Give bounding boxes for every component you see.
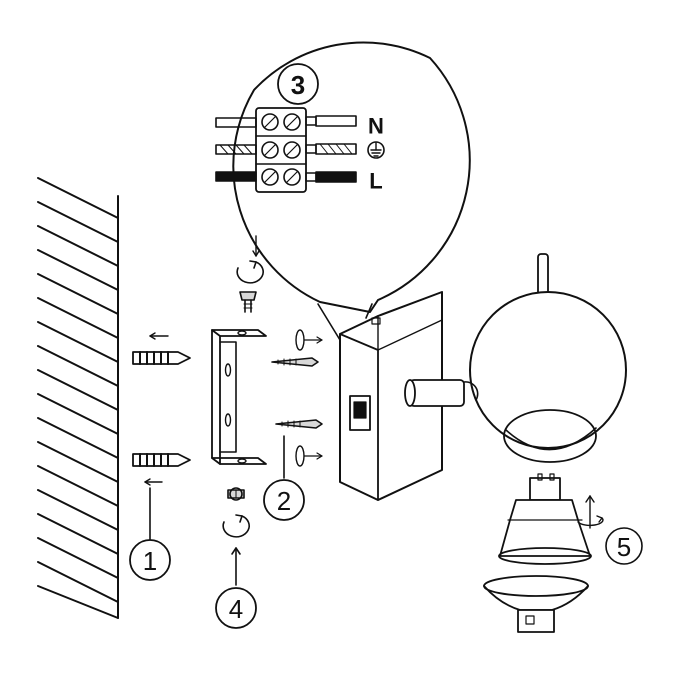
lamp-globe [463, 253, 627, 463]
rotate-arrow-icon [236, 235, 264, 284]
earth-ground-icon [367, 141, 385, 159]
wall [37, 177, 119, 619]
neutral-label: N [368, 114, 384, 139]
screw-icon [271, 329, 323, 367]
screw-icon [227, 487, 245, 501]
screw-icon [239, 291, 257, 313]
step-5-label: 5 [617, 532, 631, 562]
power-switch [349, 395, 371, 431]
step-1-label: 1 [143, 546, 157, 576]
rotate-arrow-icon [222, 514, 250, 538]
gu10-bulb [498, 473, 592, 565]
screw-icon [275, 419, 323, 467]
wiring-detail-bubble [232, 41, 471, 341]
step-2-badge: 2 [263, 479, 305, 521]
step-1-badge: 1 [129, 539, 171, 581]
mounting-bracket [211, 329, 267, 465]
lamp-base-plate [339, 291, 443, 501]
wall-plug-icon [132, 332, 191, 365]
arrow-up-icon [231, 547, 241, 555]
lamp-arm [404, 379, 465, 407]
step-3-label: 3 [291, 70, 305, 100]
bulb-cover-ring [483, 575, 589, 633]
step-4-label: 4 [229, 594, 243, 624]
step-5-badge: 5 [605, 527, 643, 565]
live-label: L [369, 169, 382, 194]
step-3-badge: 3 [277, 63, 319, 105]
terminal-block [215, 107, 357, 193]
step-2-label: 2 [277, 486, 291, 516]
step-4-badge: 4 [215, 587, 257, 629]
wall-plug-icon [132, 453, 191, 486]
rotate-arrow-icon [577, 495, 604, 529]
